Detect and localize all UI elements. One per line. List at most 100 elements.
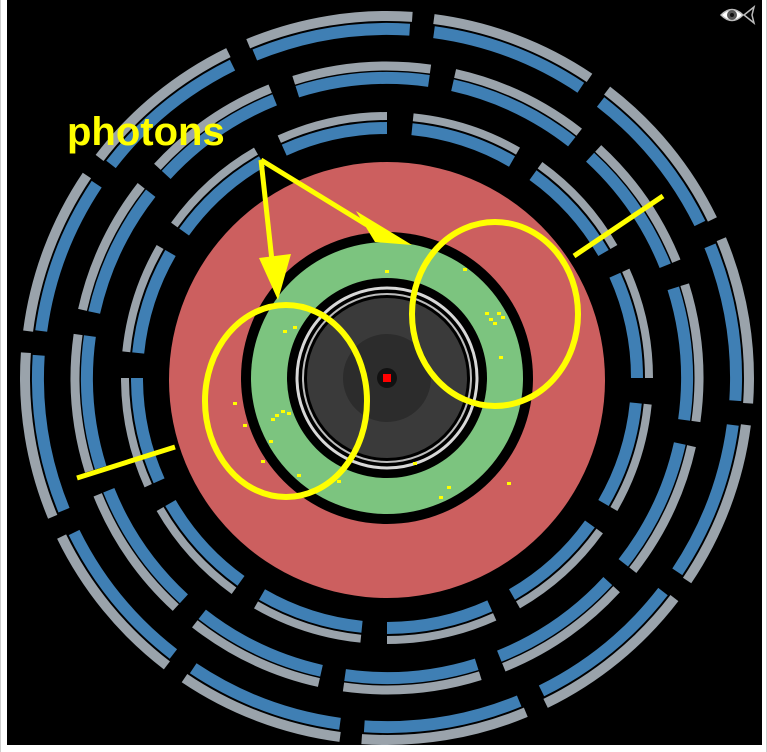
energy-deposit: [337, 480, 341, 483]
muon-chamber-segment: [596, 97, 706, 227]
muon-chamber-segment: [543, 595, 679, 708]
muon-chamber-segment: [254, 601, 362, 643]
muon-chamber-segment: [281, 122, 388, 156]
muon-chamber-segment: [122, 245, 164, 353]
detector-cross-section: [20, 11, 754, 745]
tracker-inner-ring: [302, 293, 472, 463]
energy-deposit: [287, 412, 291, 415]
muon-chamber-segment: [156, 506, 237, 594]
muon-chamber-segment: [508, 520, 595, 600]
muon-chamber-segment: [386, 613, 497, 644]
muon-chamber-segment: [181, 673, 341, 742]
muon-chamber-segment: [344, 658, 479, 685]
energy-deposit: [283, 330, 287, 333]
muon-chamber-segment: [252, 23, 411, 61]
muon-chamber-segment: [106, 59, 236, 169]
muon-chamber-segment: [515, 528, 603, 609]
muon-chamber-segment: [538, 587, 668, 697]
energy-deposit: [261, 460, 265, 463]
muon-chambers: [20, 11, 754, 745]
energy-deposit: [485, 312, 489, 315]
muon-chamber-segment: [88, 189, 156, 314]
muon-chamber-segment: [411, 123, 516, 167]
photon-circle-right: [409, 219, 581, 409]
interaction-vertex: [383, 374, 391, 382]
muon-chamber-segment: [171, 147, 259, 228]
muon-chamber-segment: [595, 145, 681, 263]
muon-chamber-segment: [667, 286, 694, 421]
muon-chamber-segment: [672, 424, 739, 576]
tracker-outer-ring: [295, 286, 479, 470]
muon-chamber-segment: [386, 600, 493, 634]
muon-chamber-segment: [704, 243, 742, 402]
energy-deposit: [497, 312, 501, 315]
muon-chamber-segment: [604, 86, 717, 222]
eye-fish-icon[interactable]: [718, 2, 758, 28]
muon-chamber-segment: [716, 237, 754, 404]
muon-chamber-segment: [165, 499, 245, 586]
muon-chamber-segment: [131, 377, 165, 484]
energy-deposit: [275, 414, 279, 417]
energy-deposit: [271, 418, 275, 421]
energy-deposit: [493, 322, 497, 325]
muon-chamber-segment: [78, 183, 145, 311]
muon-chamber-segment: [451, 79, 576, 147]
muon-chamber-segment: [618, 442, 686, 567]
muon-chamber-segment: [622, 268, 653, 379]
muon-chamber-segment: [258, 589, 363, 633]
muon-chamber-segment: [23, 172, 92, 332]
muon-chamber-segment: [80, 335, 107, 470]
track-left: [76, 444, 176, 481]
muon-chamber-segment: [32, 354, 70, 513]
muon-chamber-segment: [246, 11, 413, 49]
muon-chamber-segment: [680, 283, 704, 423]
muon-chamber-segment: [682, 424, 751, 584]
muon-chamber-segment: [454, 69, 582, 136]
muon-chamber-segment: [154, 84, 272, 170]
muon-chamber-segment: [189, 663, 341, 730]
arrow-right-shaft: [259, 157, 369, 228]
energy-deposit: [233, 402, 237, 405]
energy-deposit: [281, 410, 285, 413]
energy-deposit: [243, 424, 247, 427]
muon-chamber-segment: [93, 493, 179, 611]
energy-deposit: [293, 326, 297, 329]
muon-chamber-segment: [433, 26, 585, 93]
muon-chamber-segment: [598, 402, 642, 507]
muon-chamber-segment: [277, 112, 388, 143]
muon-chamber-segment: [537, 162, 618, 250]
muon-chamber-segment: [502, 586, 620, 672]
muon-chamber-segment: [529, 170, 609, 257]
energy-deposit: [269, 440, 273, 443]
arrow-left-shaft: [258, 159, 276, 271]
muon-chamber-segment: [179, 156, 266, 236]
muon-chamber-segment: [342, 671, 482, 695]
muon-chamber-segment: [161, 94, 277, 179]
muon-chamber-segment: [20, 352, 58, 519]
muon-chamber-segment: [70, 333, 94, 473]
muon-chamber-segment: [121, 377, 152, 488]
energy-deposit: [413, 462, 417, 465]
energy-deposit: [297, 474, 301, 477]
muon-chamber-segment: [586, 152, 671, 268]
muon-chamber-segment: [629, 445, 696, 573]
muon-chamber-segment: [433, 14, 593, 83]
muon-chamber-segment: [35, 180, 102, 332]
arrow-left-head: [259, 254, 291, 300]
energy-deposit: [385, 270, 389, 273]
energy-deposit: [499, 356, 503, 359]
energy-deposit: [501, 316, 505, 319]
muon-chamber-segment: [103, 488, 188, 604]
muon-chamber-segment: [609, 272, 643, 379]
muon-chamber-segment: [57, 534, 170, 670]
energy-deposit: [507, 482, 511, 485]
photons-label: photons: [67, 110, 225, 154]
muon-chamber-segment: [292, 61, 432, 85]
muon-chamber-segment: [361, 707, 528, 745]
energy-deposit: [439, 496, 443, 499]
muon-chamber-segment: [497, 577, 613, 662]
muon-chamber-segment: [295, 71, 430, 98]
track-right: [572, 193, 665, 259]
event-display-canvas: photons: [7, 0, 762, 745]
